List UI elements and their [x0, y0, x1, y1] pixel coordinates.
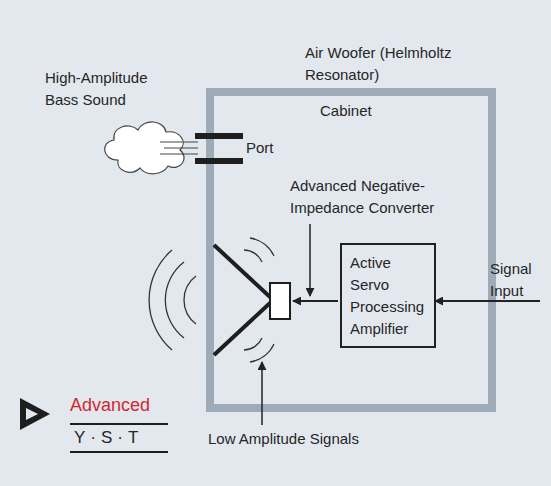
sound-lines	[160, 142, 198, 154]
speaker-cone	[214, 245, 270, 297]
port-plate	[195, 133, 243, 139]
part-label: Advanced Negative-Impedance Converter	[290, 175, 458, 219]
signal-label: Low Amplitude Signals	[208, 428, 408, 450]
sound-line	[164, 147, 198, 148]
wave-arc	[244, 250, 262, 262]
speaker-cone	[214, 303, 270, 355]
drive-arrow	[293, 300, 338, 302]
logo-text: Advanced	[70, 394, 180, 416]
leader-arrow	[261, 362, 263, 425]
voice-coil	[270, 283, 290, 319]
wave-arc	[184, 276, 196, 324]
sound-label: High-Amplitude Bass Sound	[45, 67, 175, 111]
wave-arc	[250, 238, 274, 256]
sound-waves	[149, 238, 274, 362]
signal-arrow	[435, 300, 540, 302]
wave-arc	[250, 344, 274, 362]
wave-arc	[244, 338, 262, 350]
sound-line	[160, 141, 198, 142]
sound-line	[160, 153, 198, 154]
logo-mark	[20, 398, 50, 430]
logo-rule	[70, 423, 168, 425]
logo-rule	[70, 451, 168, 453]
logo-text: Y·S·T	[74, 427, 174, 449]
process-box: Active Servo Processing Amplifier	[340, 243, 436, 348]
cabinet-wall	[210, 92, 492, 408]
process-label: Active Servo Processing Amplifier	[350, 252, 426, 340]
wave-arc	[149, 250, 172, 350]
port-plate	[195, 158, 243, 164]
cabinet-box: Air Woofer (Helmholtz Resonator)CabinetA…	[206, 88, 496, 412]
part-label: Port	[246, 137, 291, 159]
diagram-heading: Air Woofer (Helmholtz Resonator)	[305, 42, 480, 86]
logo-mark	[26, 408, 38, 420]
leader-arrow	[309, 224, 311, 296]
wave-arc	[165, 262, 184, 338]
signal-label: Signal Input	[490, 258, 548, 302]
cabinet-label: Cabinet	[320, 100, 410, 122]
